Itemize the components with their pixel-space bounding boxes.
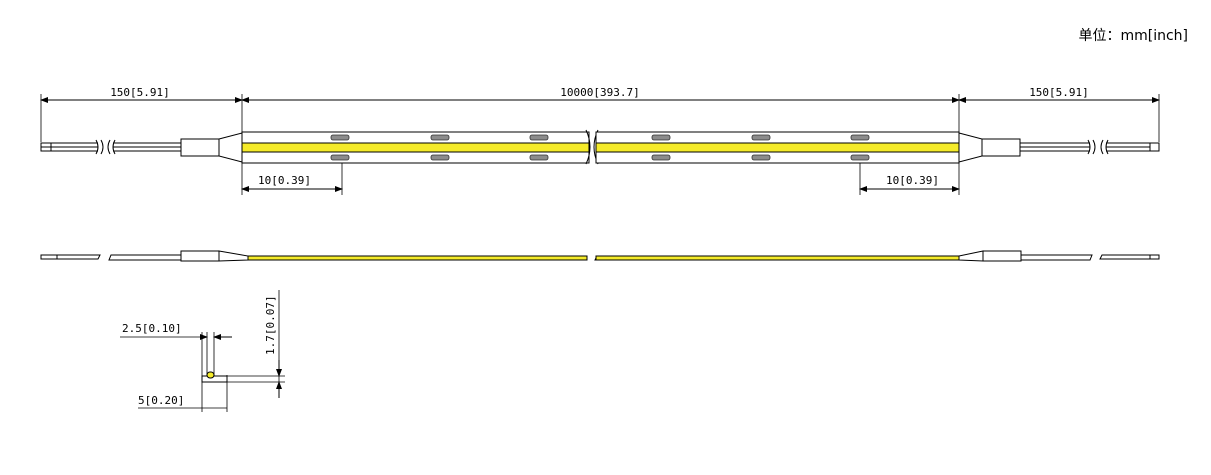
left-cut-dimension: 10[0.39] <box>258 174 311 187</box>
cross-section: 2.5[0.10] 5[0.20] 1.7[0.07] <box>120 290 285 412</box>
right-cut-dimension: 10[0.39] <box>886 174 939 187</box>
top-view: 150[5.91] 10000[393.7] 150[5.91] <box>40 86 1160 195</box>
height-dimension: 1.7[0.07] <box>264 295 277 355</box>
left-wire-dimension: 150[5.91] <box>110 86 170 99</box>
right-wire <box>958 132 1160 163</box>
left-wire <box>40 132 243 163</box>
units-label: 单位：mm[inch] <box>1078 28 1188 44</box>
profile-top-dimension: 2.5[0.10] <box>122 322 182 335</box>
profile-width-dimension: 5[0.20] <box>138 394 184 407</box>
right-wire-dimension: 150[5.91] <box>1029 86 1089 99</box>
strip-right-segment <box>595 131 960 164</box>
strip-left-segment <box>241 131 590 164</box>
side-view <box>40 250 1160 262</box>
strip-length-dimension: 10000[393.7] <box>560 86 639 99</box>
